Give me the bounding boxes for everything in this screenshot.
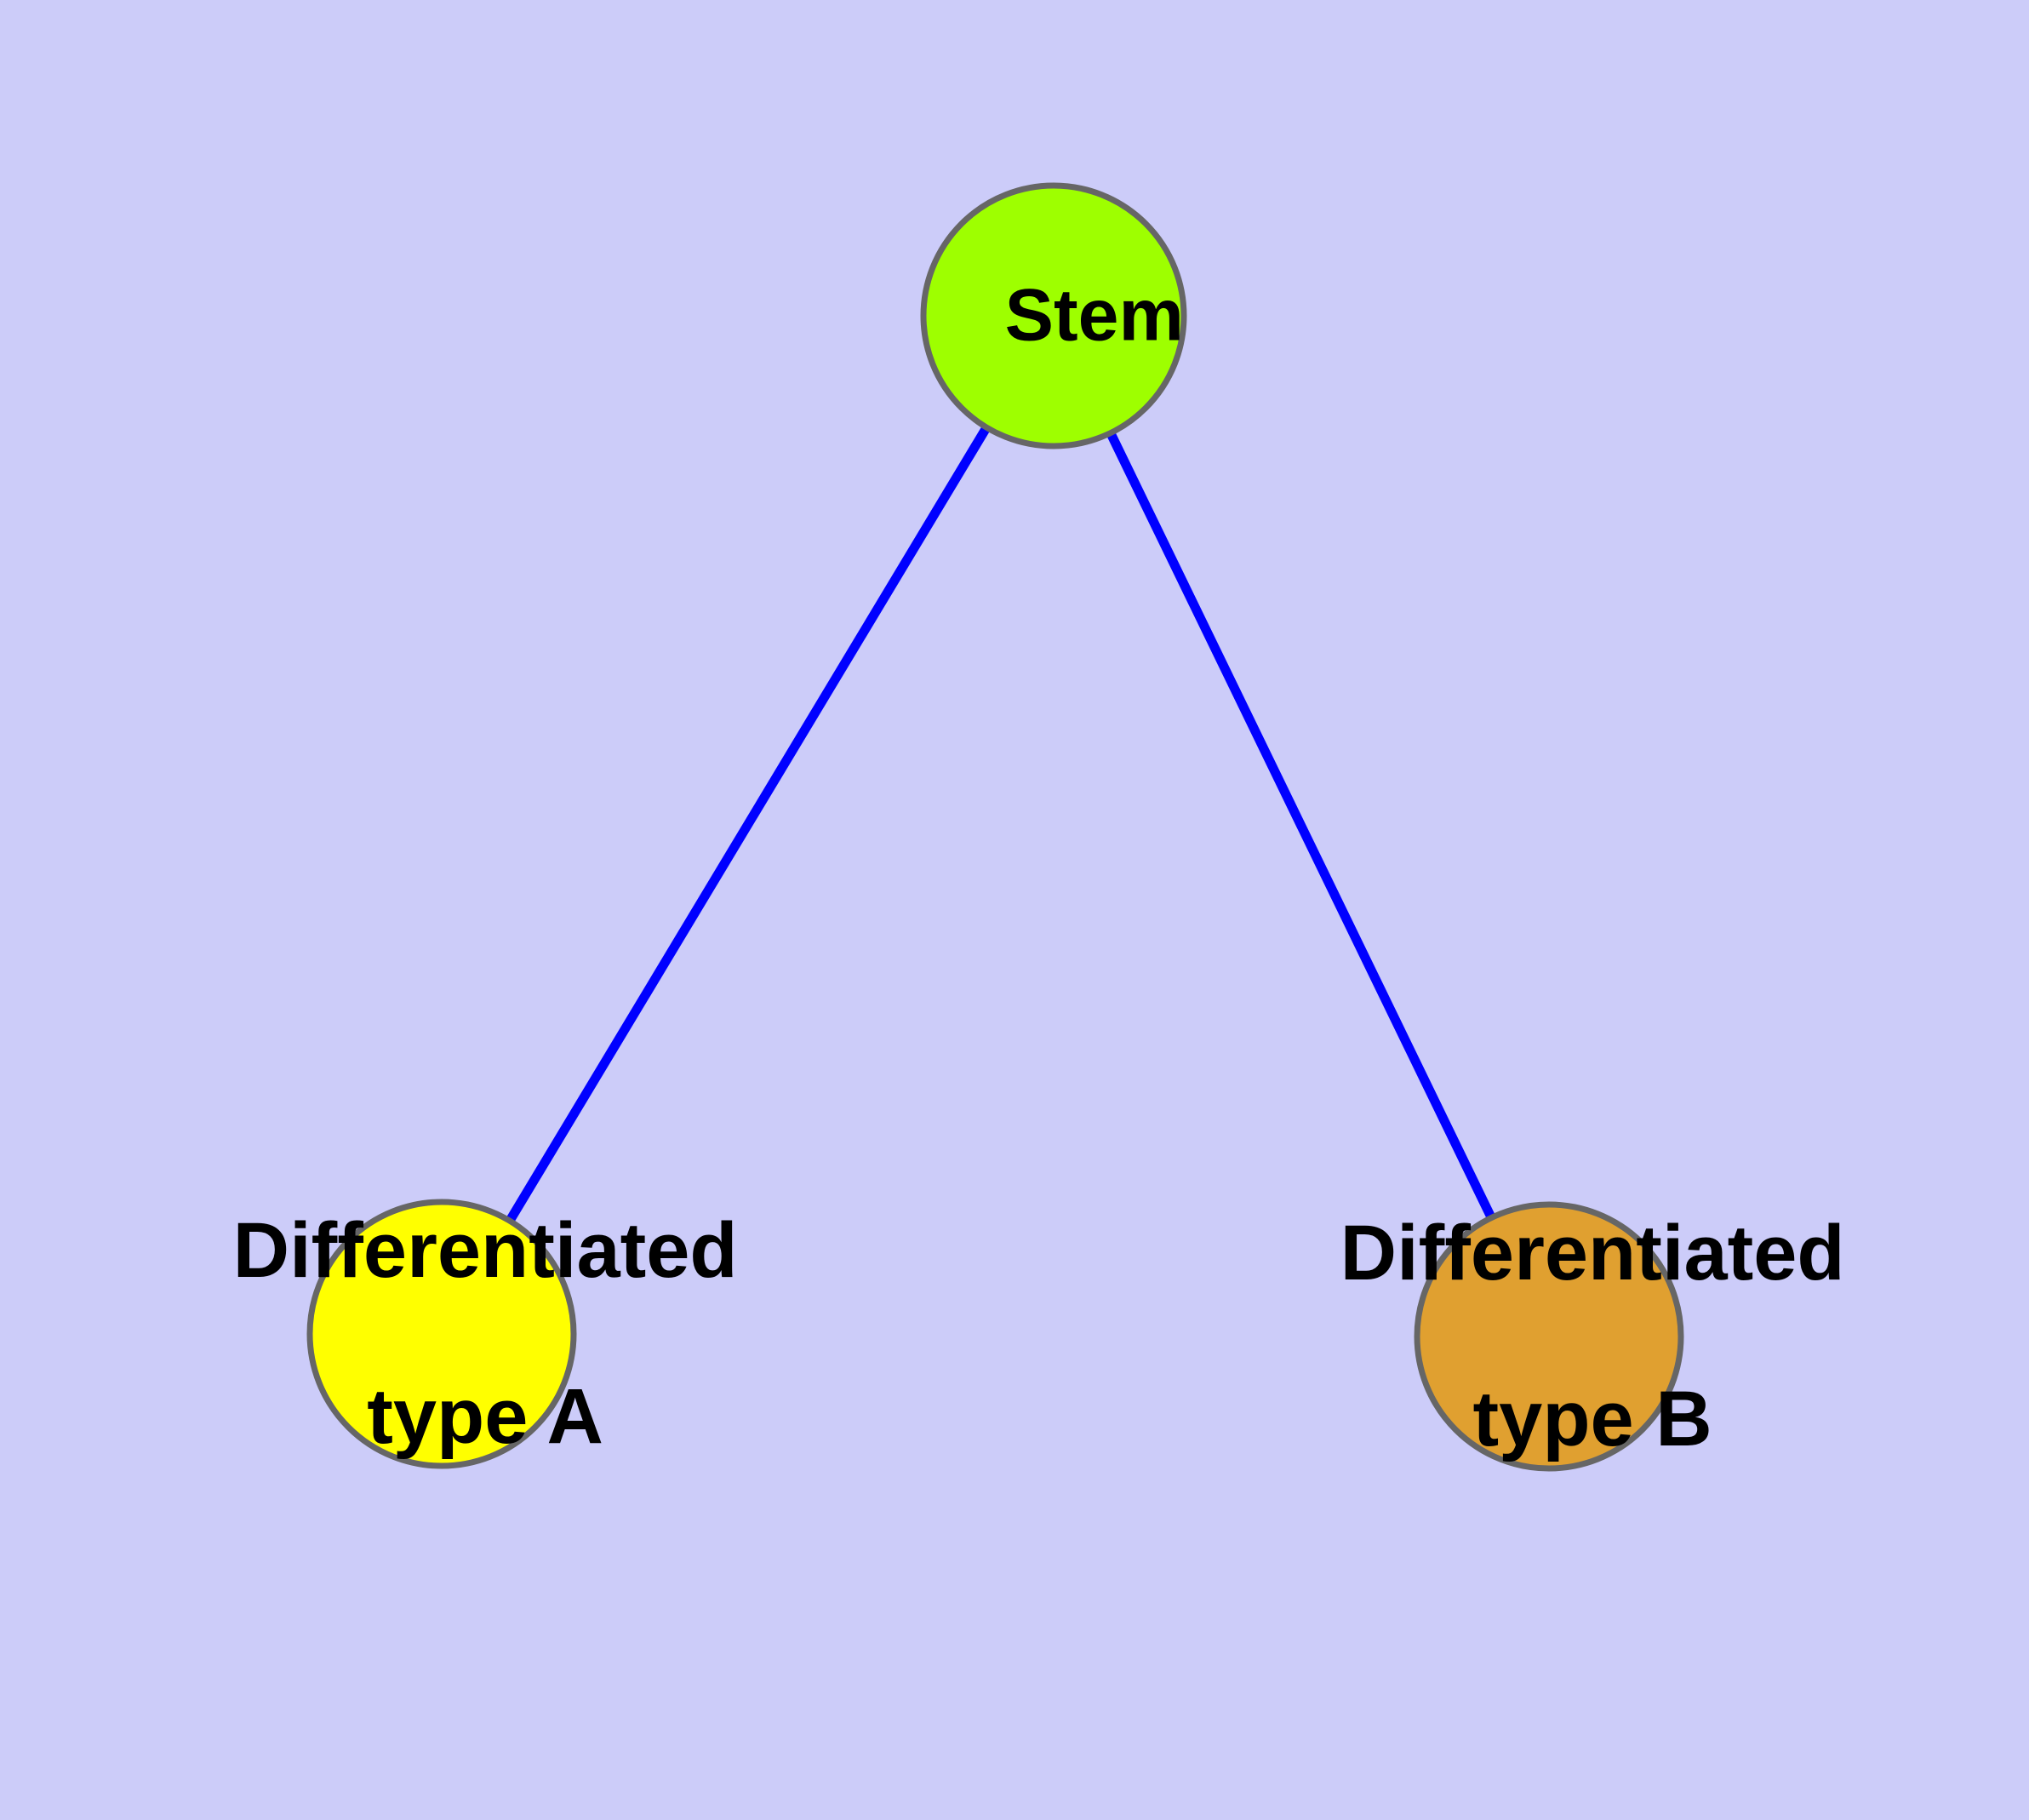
edge-layer — [506, 426, 1495, 1223]
edge-stem-to-diff-type-a[interactable] — [506, 426, 991, 1223]
edge-stem-to-diff-type-b[interactable] — [1106, 432, 1495, 1220]
node-diff-type-a-circle[interactable] — [306, 1199, 577, 1469]
node-diff-type-b-circle[interactable] — [1414, 1201, 1684, 1472]
node-layer — [306, 182, 1684, 1472]
node-stem-circle[interactable] — [920, 182, 1187, 449]
